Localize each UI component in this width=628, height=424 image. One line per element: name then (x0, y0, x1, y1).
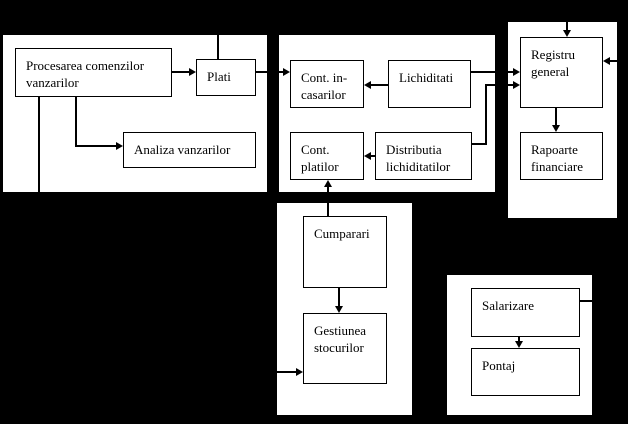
edge-distributia-to-registru-line-h1 (472, 143, 487, 145)
node-rapoarte-financiare[interactable]: Rapoarte financiare (520, 132, 603, 180)
node-salarizare[interactable]: Salarizare (471, 288, 580, 337)
node-plati[interactable]: Plati (196, 59, 256, 96)
edge-procesarea-to-gestiunea-line-h (38, 371, 296, 373)
node-lichiditati[interactable]: Lichiditati (388, 60, 471, 108)
node-cumparari[interactable]: Cumparari (303, 216, 387, 288)
edge-salarizare-to-registru-line-h2 (610, 60, 625, 62)
arrow-into-registru-right-icon (603, 57, 610, 65)
edge-procesarea-to-gestiunea-line-v (38, 97, 40, 372)
node-cont-incasarilor[interactable]: Cont. in- casarilor (290, 60, 364, 108)
edge-procesarea-to-analiza-line-h (75, 145, 116, 147)
arrow-into-cont-incasarilor-left-icon (283, 68, 290, 76)
arrow-into-registru-left-lower-icon (513, 81, 520, 89)
arrow-into-cont-incasarilor-right-icon (364, 81, 371, 89)
node-procesarea-comenzilor[interactable]: Procesarea comenzilor vanzarilor (15, 48, 172, 97)
arrow-into-rapoarte-icon (552, 125, 560, 132)
edge-procesarea-to-analiza-line-v (75, 97, 77, 146)
node-gestiunea-stocurilor[interactable]: Gestiunea stocurilor (303, 313, 387, 384)
edge-registru-to-rapoarte-line (555, 108, 557, 125)
arrow-into-gestiunea-left-icon (296, 368, 303, 376)
edge-distributia-to-cont-platilor-line (371, 155, 376, 157)
edge-into-plati-top-line (217, 35, 219, 59)
node-pontaj[interactable]: Pontaj (471, 348, 580, 396)
arrow-into-registru-left-upper-icon (513, 68, 520, 76)
node-distributia-lichiditatilor[interactable]: Distributia lichiditatilor (375, 132, 472, 180)
edge-distributia-to-registru-line-v (485, 85, 487, 145)
arrow-into-plati-icon (189, 68, 196, 76)
edge-cumparari-to-gestiunea-line (338, 288, 340, 306)
edge-into-registru-top-line (566, 22, 568, 31)
arrow-into-pontaj-icon (515, 341, 523, 348)
edge-lichiditati-to-cont-incasarilor-line (371, 84, 388, 86)
arrow-into-analiza-icon (116, 142, 123, 150)
node-registru-general[interactable]: Registru general (520, 37, 603, 108)
arrow-into-gestiunea-top-icon (335, 306, 343, 313)
edge-salarizare-to-pontaj-line (518, 337, 520, 342)
node-analiza-vanzarilor[interactable]: Analiza vanzarilor (123, 132, 256, 168)
edge-distributia-to-registru-line-h2 (485, 84, 513, 86)
edge-cumparari-to-cont-platilor-line (327, 187, 329, 217)
arrow-into-cont-platilor-bottom-icon (324, 180, 332, 187)
edge-lichiditati-to-registru-line (471, 71, 513, 73)
edge-plati-to-cont-incasarilor-line (256, 71, 283, 73)
edge-salarizare-to-registru-line-h1 (580, 300, 625, 302)
node-cont-platilor[interactable]: Cont. platilor (290, 132, 364, 180)
edge-procesarea-to-plati-line (172, 71, 189, 73)
edge-salarizare-to-registru-line-v (623, 60, 625, 301)
arrow-into-registru-top-icon (563, 30, 571, 37)
arrow-into-cont-platilor-right-icon (364, 152, 371, 160)
